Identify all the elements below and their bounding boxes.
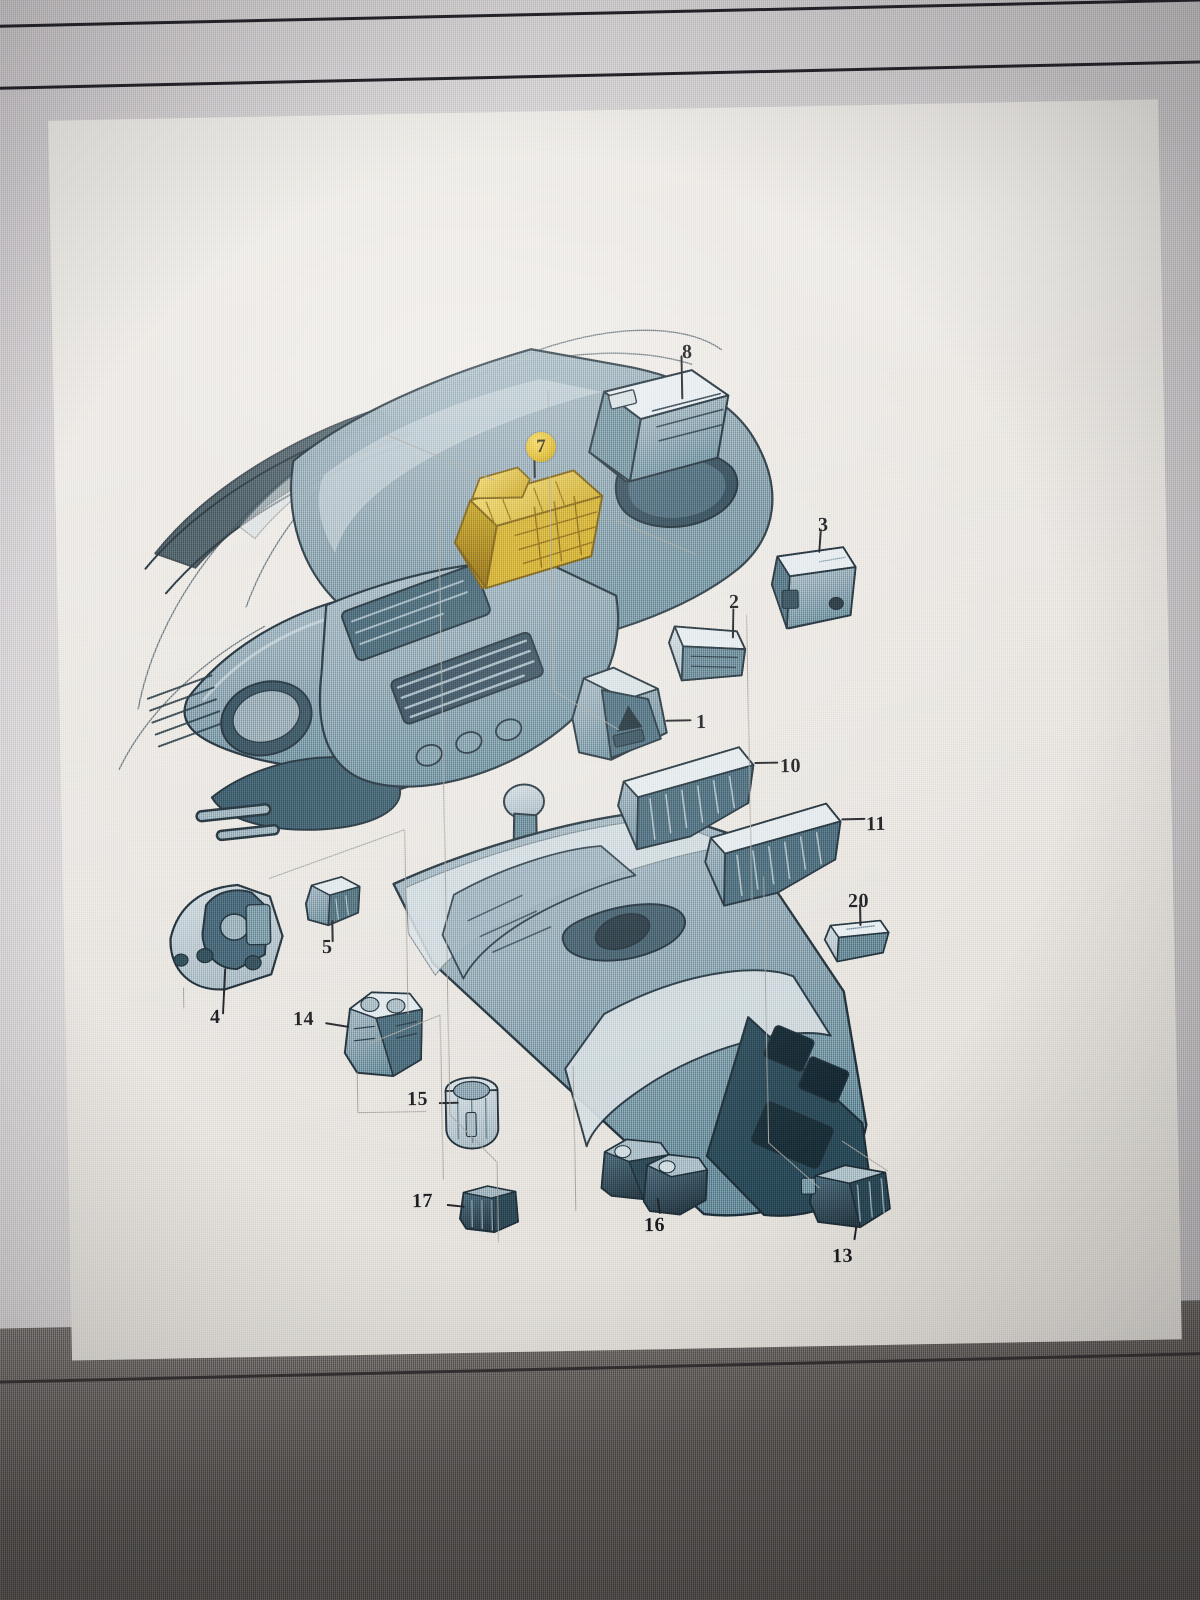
callout-label-4: 4	[209, 1005, 221, 1029]
callout-label-2: 2	[728, 590, 740, 614]
callout-label-10: 10	[779, 754, 802, 778]
callout-label-11: 11	[865, 812, 887, 836]
callout-label-5: 5	[321, 935, 333, 959]
callout-label-14: 14	[292, 1007, 315, 1031]
callout-label-1: 1	[695, 710, 707, 734]
callout-label-16: 16	[643, 1213, 666, 1237]
callout-label-8: 8	[681, 340, 693, 364]
callout-label-20: 20	[847, 889, 870, 913]
callout-label-17: 17	[411, 1189, 434, 1213]
callout-label-13: 13	[831, 1244, 854, 1268]
callout-label-15: 15	[406, 1087, 429, 1111]
callout-label-3: 3	[817, 513, 829, 537]
